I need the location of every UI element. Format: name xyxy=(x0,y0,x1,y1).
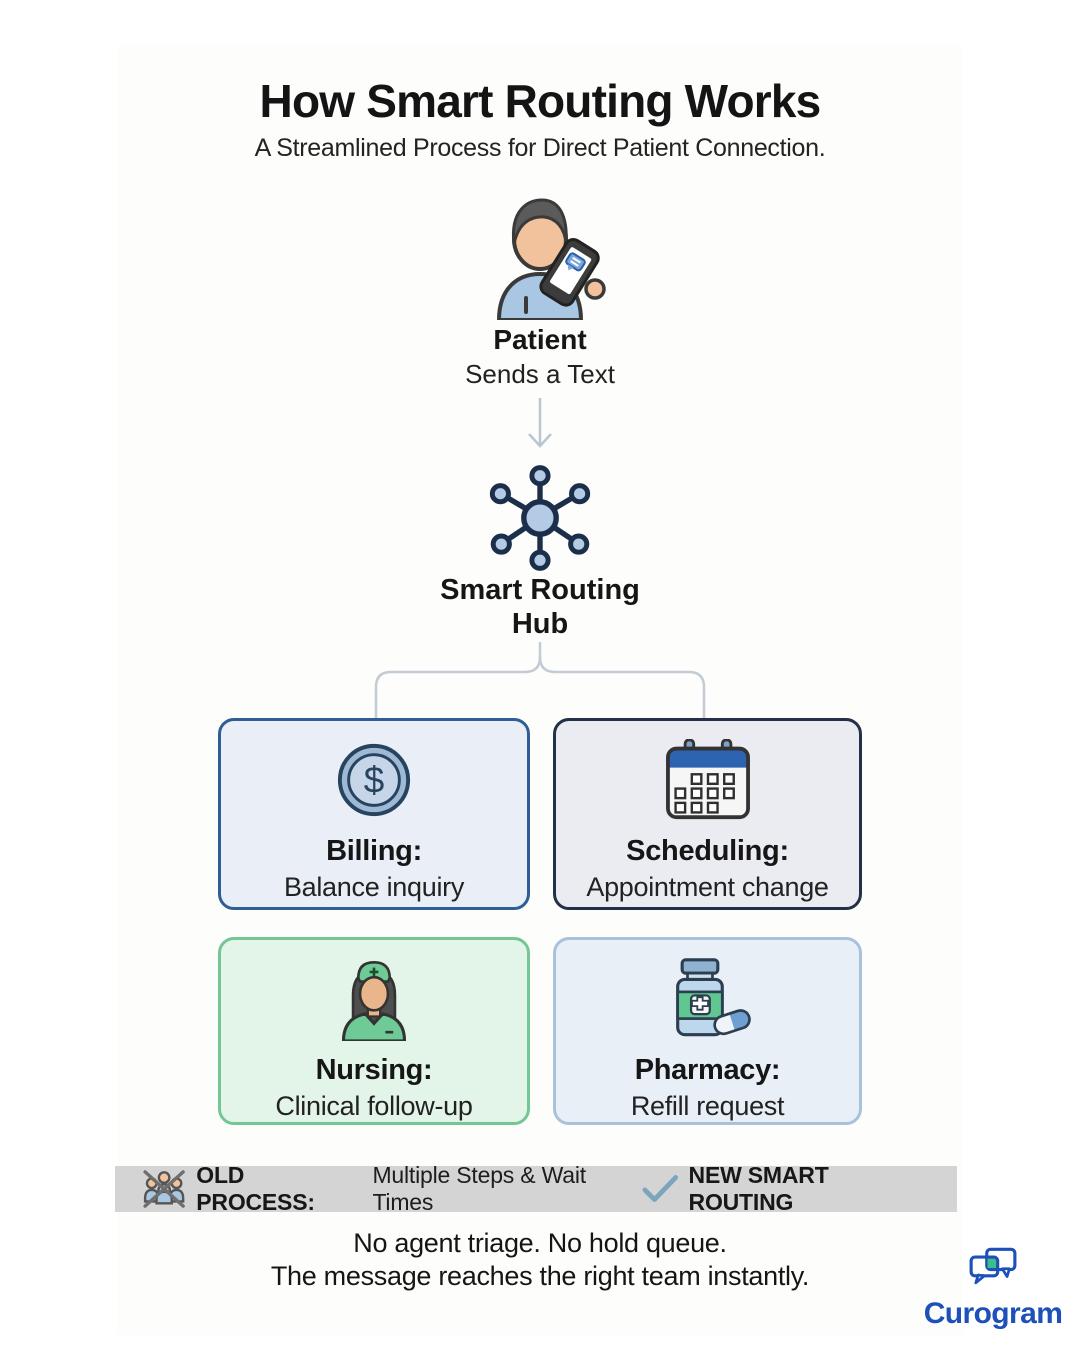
dept-description: Refill request xyxy=(630,1091,785,1121)
page-title: How Smart Routing Works xyxy=(259,75,822,127)
dept-description: Clinical follow-up xyxy=(275,1091,473,1121)
pill-bottle-icon xyxy=(658,956,758,1042)
dept-label: Scheduling: xyxy=(626,835,789,867)
dept-card-scheduling: Scheduling: Appointment change xyxy=(553,718,862,910)
brand-logo: Curogram xyxy=(922,1246,1064,1331)
dept-label: Billing: xyxy=(326,835,422,867)
outro-line2: The message reaches the right team insta… xyxy=(270,1261,810,1291)
hub-label-line1: Smart Routing xyxy=(440,574,640,606)
network-hub-icon xyxy=(0,464,1080,572)
down-arrow-icon xyxy=(0,398,1080,458)
dept-description: Appointment change xyxy=(586,872,829,902)
checkmark-icon xyxy=(642,1175,679,1202)
dept-card-billing: $ Billing: Balance inquiry xyxy=(218,718,530,910)
branch-connector xyxy=(290,641,790,724)
nurse-icon xyxy=(326,956,422,1042)
hub-label-line2: Hub xyxy=(511,608,569,640)
dept-label: Pharmacy: xyxy=(634,1054,781,1086)
crossed-out-team-icon xyxy=(143,1170,185,1208)
new-process-label: NEW SMART ROUTING xyxy=(688,1162,829,1215)
dept-card-nursing: Nursing: Clinical follow-up xyxy=(218,937,530,1125)
dollar-coin-icon: $ xyxy=(335,737,413,823)
page-subtitle: A Streamlined Process for Direct Patient… xyxy=(254,134,826,162)
outro-line1: No agent triage. No hold queue. xyxy=(353,1228,727,1258)
comparison-bar: OLD PROCESS: Multiple Steps & Wait Times… xyxy=(115,1162,957,1215)
dept-label: Nursing: xyxy=(315,1054,433,1086)
dept-description: Balance inquiry xyxy=(283,872,465,902)
brand-name: Curogram xyxy=(923,1297,1063,1330)
calendar-icon xyxy=(664,737,752,823)
dept-card-pharmacy: Pharmacy: Refill request xyxy=(553,937,862,1125)
old-process-group: OLD PROCESS: Multiple Steps & Wait Times xyxy=(142,1162,642,1216)
patient-label: Patient xyxy=(493,324,587,355)
svg-text:$: $ xyxy=(364,759,385,801)
chat-bubbles-icon xyxy=(969,1247,1017,1285)
old-process-text: Multiple Steps & Wait Times xyxy=(372,1162,586,1215)
old-process-label: OLD PROCESS: xyxy=(196,1162,315,1215)
new-process-group: NEW SMART ROUTING xyxy=(642,1162,930,1216)
patient-texting-icon xyxy=(0,194,1080,320)
patient-sublabel: Sends a Text xyxy=(465,359,615,389)
